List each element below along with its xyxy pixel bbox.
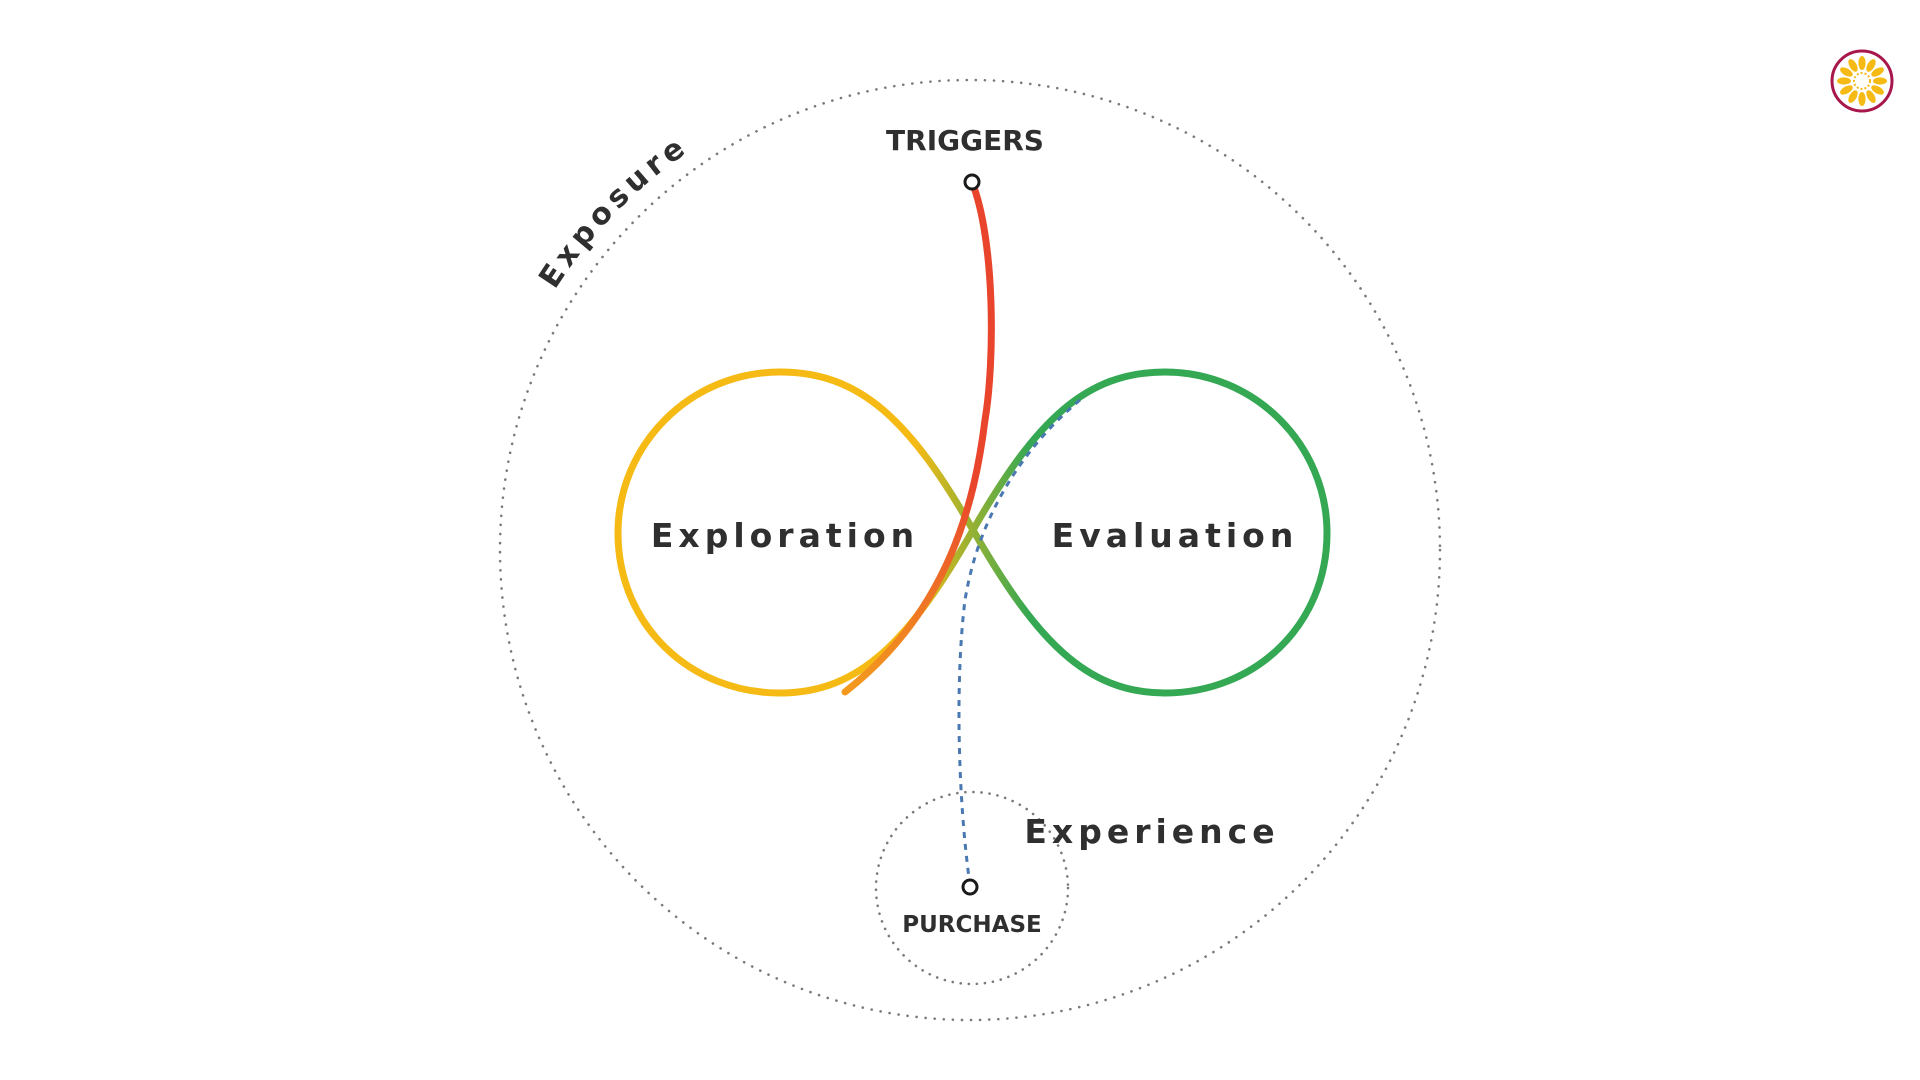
sun-flower-logo-icon: [1830, 49, 1894, 113]
exposure-ring: [498, 78, 1442, 1022]
purchase-node: [961, 878, 979, 896]
purchase-path: [957, 398, 1081, 886]
evaluation-label: Evaluation: [1052, 516, 1299, 555]
trigger-path: [841, 178, 995, 696]
exposure-label: Exposure: [532, 128, 695, 294]
purchase-label: PURCHASE: [902, 912, 1041, 938]
triggers-node: [963, 173, 981, 191]
triggers-label: TRIGGERS: [886, 124, 1044, 157]
infinity-loop: [614, 368, 1331, 697]
exploration-label: Exploration: [651, 516, 919, 555]
experience-label: Experience: [1024, 812, 1279, 851]
experience-ring: [874, 790, 1070, 986]
